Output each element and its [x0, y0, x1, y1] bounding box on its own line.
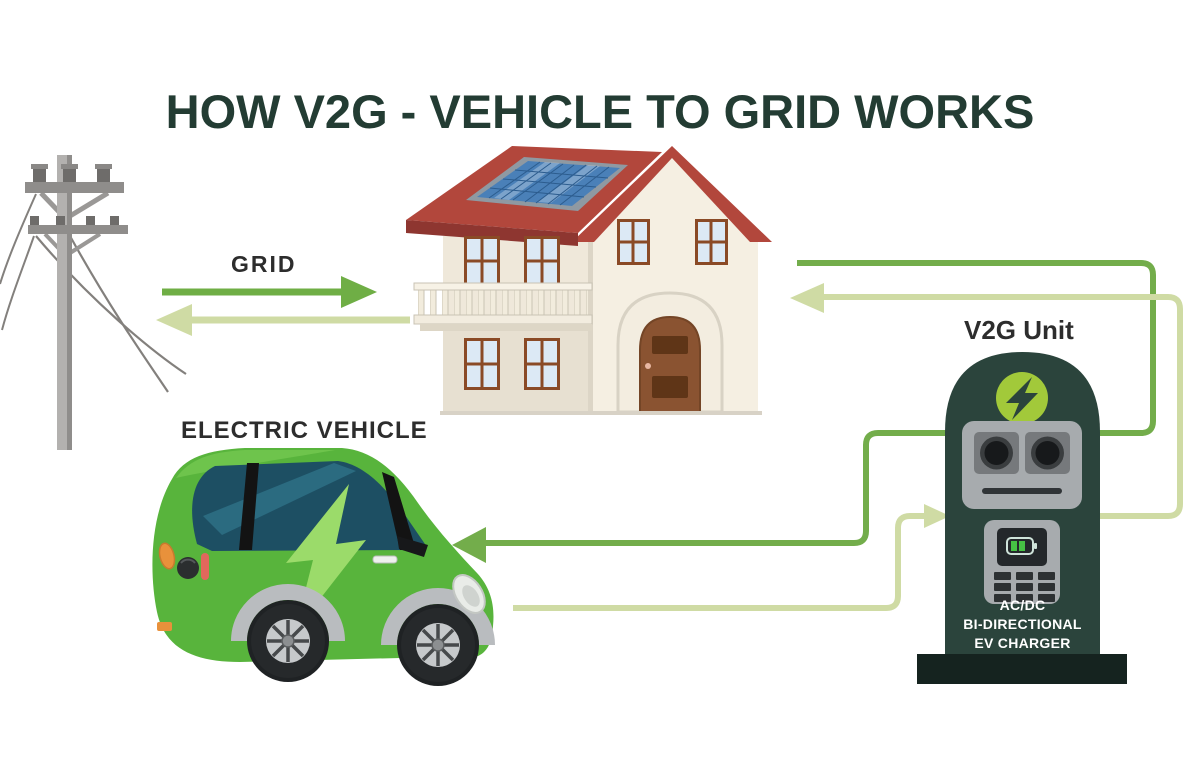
arrowhead-right-icon — [341, 276, 377, 308]
balcony-floor — [413, 314, 593, 325]
car-window-highlight — [203, 463, 356, 535]
socket — [984, 441, 1009, 465]
power-wire — [0, 193, 37, 285]
arrowhead-left-icon — [156, 304, 192, 336]
page-title: HOW V2G - VEHICLE TO GRID WORKS — [165, 85, 1035, 138]
grid-house-exchange-arrows — [156, 276, 410, 336]
power-wire — [1, 235, 35, 331]
balcony — [413, 282, 593, 331]
pole-brace — [68, 232, 102, 255]
utility-pole — [0, 155, 187, 450]
house-base-line — [440, 411, 762, 415]
crossarm-bottom — [28, 225, 128, 234]
balcony-balusters — [418, 289, 588, 316]
keypad — [994, 572, 1055, 602]
grid-label: GRID — [231, 251, 297, 277]
front-wheel-arch — [381, 588, 495, 646]
window — [464, 236, 500, 286]
front-door — [616, 291, 724, 414]
electric-car-illustration — [152, 448, 495, 686]
charge-port-detail — [180, 558, 196, 564]
window — [695, 219, 728, 265]
charger-line-1: AC/DC — [999, 597, 1046, 613]
badge-bolt — [1006, 377, 1038, 420]
car-roof-highlight — [176, 450, 335, 478]
discharge-flow-line-station-to-house — [820, 294, 1183, 519]
insulator — [97, 168, 110, 184]
insulator-cap — [31, 164, 48, 169]
window — [617, 219, 650, 265]
door-handle — [372, 555, 398, 564]
door-inset — [652, 376, 688, 398]
charger-line-2: BI-DIRECTIONAL — [963, 616, 1082, 632]
solar-reflection — [538, 165, 600, 203]
insulator-cap — [61, 164, 78, 169]
socket — [1035, 441, 1060, 465]
balcony-top-rail — [413, 282, 593, 291]
power-wire — [69, 235, 169, 393]
front-wheel — [401, 608, 475, 682]
rear-reflector — [157, 622, 172, 631]
pole-post-shade — [67, 155, 72, 450]
v2g-charging-station — [917, 352, 1127, 684]
battery-icon — [1006, 537, 1037, 555]
discharge-flow-line-car-to-station — [513, 513, 928, 611]
door-inset — [652, 336, 688, 354]
electric-vehicle-label: ELECTRIC VEHICLE — [181, 417, 428, 444]
headlight-inner — [462, 585, 480, 607]
station-base — [917, 654, 1127, 684]
arrowhead-right-icon — [924, 504, 950, 528]
insulator — [86, 216, 95, 227]
crossarm-top — [25, 182, 124, 193]
car-a-pillar — [382, 472, 416, 550]
solar-panel-cells — [477, 161, 620, 206]
insulator — [30, 216, 39, 227]
window — [464, 338, 500, 390]
charger-line-3: EV CHARGER — [974, 635, 1071, 651]
tail-light — [158, 542, 176, 570]
v2g-unit-label: V2G Unit — [964, 315, 1074, 345]
house-illustration — [406, 146, 772, 415]
arrowhead-left-icon — [790, 283, 824, 313]
insulator — [63, 168, 76, 184]
balcony-slab — [420, 324, 592, 331]
car-mirror — [397, 536, 428, 557]
insulator — [33, 168, 46, 184]
charging-sockets-panel — [962, 421, 1082, 509]
charger-description: AC/DC BI-DIRECTIONAL EV CHARGER — [942, 596, 1103, 653]
screen-keypad-panel — [984, 520, 1060, 604]
rear-wheel — [251, 604, 325, 678]
insulator — [56, 216, 65, 227]
window — [524, 236, 560, 286]
car-b-pillar — [239, 463, 259, 550]
solar-panel — [466, 157, 628, 211]
rear-lamp — [201, 553, 209, 580]
arrowhead-left-icon — [452, 527, 486, 563]
insulator — [110, 216, 119, 227]
cable-slot — [982, 488, 1062, 494]
power-wire — [35, 235, 187, 375]
pole-brace — [68, 190, 110, 219]
rear-wheel-arch — [231, 584, 345, 642]
insulator-cap — [95, 164, 112, 169]
door-knob — [645, 363, 651, 369]
window — [524, 338, 560, 390]
